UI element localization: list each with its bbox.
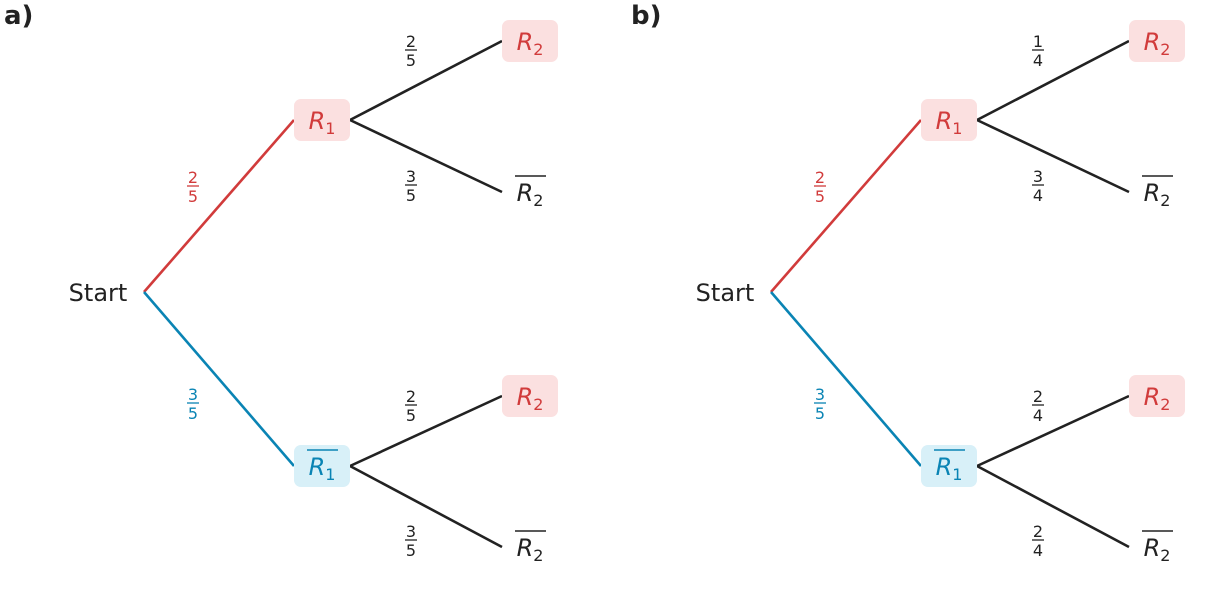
fraction-denominator: 5 — [815, 404, 825, 423]
prob-r2: 24 — [1032, 387, 1044, 425]
prob-not-r2: 35 — [405, 522, 417, 560]
node-r2: R2 — [1129, 375, 1185, 417]
branch-second-level — [349, 118, 503, 194]
branch-start-not-r1 — [770, 291, 922, 467]
node-box — [921, 445, 977, 487]
fraction-numerator: 3 — [406, 167, 416, 186]
node-r2: R2 — [502, 375, 558, 417]
fraction-numerator: 3 — [188, 385, 198, 404]
node-not-r2: R2 — [1142, 530, 1173, 565]
prob-not-r2: 34 — [1032, 167, 1044, 205]
fraction-numerator: 2 — [188, 168, 198, 187]
node-not-r2: R2 — [515, 175, 546, 210]
prob-not-r2: 24 — [1032, 522, 1044, 560]
node-r1: R1 — [294, 99, 350, 141]
prob-r1: 25 — [814, 168, 826, 206]
prob-r1: 25 — [187, 168, 199, 206]
prob-not-r1: 35 — [814, 385, 826, 423]
branch-second-level — [976, 464, 1130, 549]
node-box — [294, 99, 350, 141]
node-r1: R1 — [921, 99, 977, 141]
prob-not-r2: 35 — [405, 167, 417, 205]
node-label: R2 — [1144, 534, 1171, 565]
branch-second-level — [976, 394, 1130, 468]
panel-label: a) — [4, 1, 33, 31]
prob-r2: 25 — [405, 32, 417, 70]
fraction-denominator: 5 — [815, 187, 825, 206]
panel-label: b) — [631, 1, 662, 31]
fraction-numerator: 2 — [1033, 522, 1043, 541]
node-box — [502, 375, 558, 417]
start-label: Start — [69, 279, 128, 307]
fraction-numerator: 3 — [406, 522, 416, 541]
node-label: R2 — [1144, 383, 1171, 414]
branch-second-level — [349, 394, 503, 468]
node-not-r2: R2 — [1142, 175, 1173, 210]
branch-second-level — [349, 39, 503, 122]
fraction-denominator: 5 — [188, 187, 198, 206]
fraction-denominator: 4 — [1033, 51, 1043, 70]
node-box — [502, 20, 558, 62]
branch-start-not-r1 — [143, 291, 295, 467]
node-label: R2 — [1144, 179, 1171, 210]
branch-second-level — [976, 118, 1130, 194]
node-box — [1129, 20, 1185, 62]
node-r2: R2 — [502, 20, 558, 62]
fraction-denominator: 5 — [406, 186, 416, 205]
prob-r2: 25 — [405, 387, 417, 425]
fraction-denominator: 4 — [1033, 541, 1043, 560]
fraction-denominator: 5 — [406, 406, 416, 425]
node-box — [1129, 375, 1185, 417]
fraction-numerator: 3 — [815, 385, 825, 404]
branch-start-r1 — [143, 119, 295, 293]
fraction-numerator: 2 — [815, 168, 825, 187]
fraction-denominator: 4 — [1033, 406, 1043, 425]
node-not-r2: R2 — [515, 530, 546, 565]
node-label: R2 — [517, 534, 544, 565]
branch-second-level — [976, 39, 1130, 122]
fraction-numerator: 2 — [406, 387, 416, 406]
fraction-denominator: 5 — [406, 541, 416, 560]
node-r2: R2 — [1129, 20, 1185, 62]
node-not-r1: R1 — [294, 445, 350, 487]
fraction-numerator: 2 — [1033, 387, 1043, 406]
fraction-denominator: 4 — [1033, 186, 1043, 205]
prob-not-r1: 35 — [187, 385, 199, 423]
node-box — [921, 99, 977, 141]
fraction-denominator: 5 — [188, 404, 198, 423]
fraction-numerator: 1 — [1033, 32, 1043, 51]
node-label: R2 — [517, 179, 544, 210]
node-box — [294, 445, 350, 487]
fraction-numerator: 2 — [406, 32, 416, 51]
node-not-r1: R1 — [921, 445, 977, 487]
fraction-numerator: 3 — [1033, 167, 1043, 186]
branch-second-level — [349, 464, 503, 549]
fraction-denominator: 5 — [406, 51, 416, 70]
prob-r2: 14 — [1032, 32, 1044, 70]
branch-start-r1 — [770, 119, 922, 293]
start-label: Start — [696, 279, 755, 307]
